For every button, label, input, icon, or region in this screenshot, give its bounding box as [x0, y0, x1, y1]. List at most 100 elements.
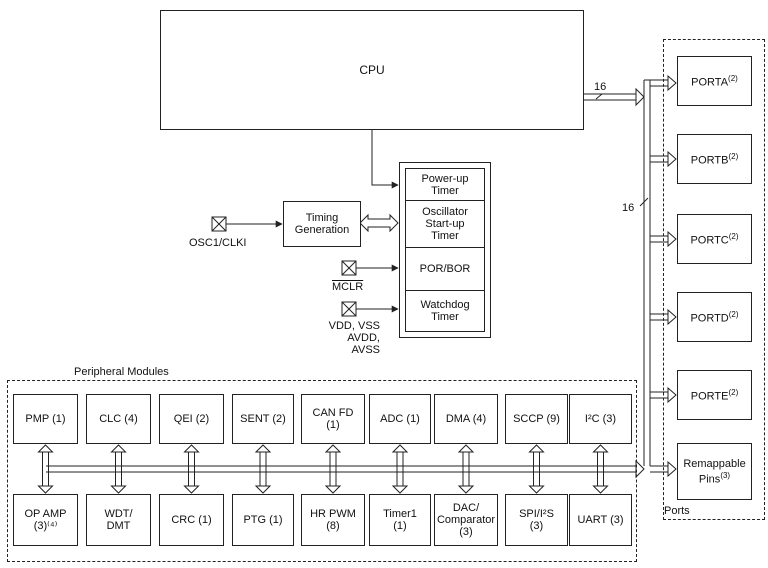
ports-title: Ports — [664, 505, 690, 517]
peripheral-top-8: I²C (3) — [569, 394, 632, 444]
port-label: PORTA(2) — [691, 73, 738, 89]
peripheral-bottom-0: OP AMP (3)⁽⁴⁾ — [13, 494, 78, 546]
peripheral-bus-arrow — [110, 444, 127, 494]
port-block-2: PORTC(2) — [677, 214, 752, 264]
port-branch-arrow — [650, 308, 677, 326]
peripheral-label: CAN FD (1) — [312, 407, 354, 431]
peripheral-label: DAC/ Comparator (3) — [436, 502, 496, 538]
peripheral-label: SPI/I²S (3) — [519, 508, 554, 532]
cpu-label: CPU — [359, 63, 385, 77]
peripheral-label: SCCP (9) — [513, 413, 560, 425]
port-branch-arrow — [650, 460, 677, 478]
peripheral-bottom-3: PTG (1) — [232, 494, 294, 546]
port-branches — [644, 74, 677, 478]
port-label: PORTB(2) — [691, 151, 738, 167]
port-block-4: PORTE(2) — [677, 370, 752, 420]
port-name: PORTE — [690, 390, 729, 403]
peripheral-bottom-4: HR PWM (8) — [301, 494, 365, 546]
peripheral-top-3: SENT (2) — [232, 394, 294, 444]
peripheral-label: UART (3) — [577, 514, 624, 526]
port-branch-arrow — [650, 386, 677, 404]
peripheral-top-5: ADC (1) — [369, 394, 431, 444]
timing-generation-block: Timing Generation — [283, 201, 361, 247]
peripheral-bus-arrow — [528, 444, 545, 494]
peripheral-bottom-6: DAC/ Comparator (3) — [434, 494, 498, 546]
port-footnote: (2) — [728, 388, 739, 398]
port-block-5: Remappable Pins(3) — [677, 443, 752, 500]
cpu-bus-width-label: 16 — [594, 81, 607, 93]
port-footnote: (2) — [728, 74, 738, 84]
peripheral-modules-region — [7, 380, 637, 562]
port-label: Remappable Pins(3) — [683, 458, 745, 486]
port-branch-arrow — [644, 74, 677, 92]
cpu-port-bus — [583, 87, 645, 107]
power-pin-icon — [341, 301, 357, 317]
cpu-block: CPU — [160, 10, 584, 130]
port-branch-arrow — [650, 230, 677, 248]
peripheral-bus-arrow — [457, 444, 475, 494]
peripheral-bus — [46, 459, 645, 479]
osc-pin-label: OSC1/CLKI — [189, 237, 247, 249]
timing-to-oscillator-bus — [359, 213, 399, 233]
peripheral-bus-arrow — [254, 444, 272, 494]
peripheral-bottom-2: CRC (1) — [159, 494, 224, 546]
port-name: PORTC — [690, 234, 729, 247]
peripheral-label: HR PWM (8) — [310, 508, 356, 532]
peripheral-label: ADC (1) — [380, 413, 420, 425]
port-footnote: (2) — [728, 152, 739, 162]
peripheral-label: OP AMP (3)⁽⁴⁾ — [24, 508, 67, 532]
peripheral-label: CRC (1) — [171, 514, 212, 526]
port-block-3: PORTD(2) — [677, 292, 752, 342]
peripheral-top-6: DMA (4) — [434, 394, 498, 444]
power-up-timer-label: Power-up Timer — [421, 172, 469, 197]
port-branch-arrow — [650, 150, 677, 168]
power-up-timer-block: Power-up Timer — [405, 168, 485, 201]
peripheral-bus-arrow — [391, 444, 409, 494]
peripheral-bottom-1: WDT/ DMT — [86, 494, 151, 546]
peripheral-bus-arrow — [324, 444, 342, 494]
peripheral-label: PTG (1) — [243, 514, 283, 526]
watchdog-timer-block: Watchdog Timer — [405, 290, 485, 332]
port-name: PORTA — [691, 76, 729, 89]
mclr-pin-label: MCLR — [332, 281, 364, 293]
peripheral-bus-arrow — [37, 444, 54, 494]
port-block-0: PORTA(2) — [677, 56, 752, 106]
peripheral-bus-arrow — [183, 444, 200, 494]
port-name: PORTB — [690, 154, 729, 167]
peripheral-label: I²C (3) — [584, 413, 617, 425]
power-pin-label: VDD, VSS AVDD, AVSS — [328, 320, 380, 356]
oscillator-startup-timer-label: Oscillator Start-up Timer — [422, 206, 468, 242]
peripheral-label: Timer1 (1) — [383, 508, 417, 532]
peripheral-modules-title: Peripheral Modules — [72, 366, 171, 378]
peripheral-bottom-5: Timer1 (1) — [369, 494, 431, 546]
peripheral-drops — [37, 444, 609, 494]
peripheral-top-2: QEI (2) — [159, 394, 224, 444]
peripheral-bottom-8: UART (3) — [569, 494, 632, 546]
port-name: Remappable Pins — [683, 457, 746, 486]
oscillator-startup-timer-block: Oscillator Start-up Timer — [405, 200, 485, 248]
peripheral-label: WDT/ DMT — [104, 508, 133, 532]
mclr-pin-icon — [341, 260, 357, 276]
peripheral-top-7: SCCP (9) — [505, 394, 568, 444]
peripheral-top-4: CAN FD (1) — [301, 394, 365, 444]
peripheral-bottom-7: SPI/I²S (3) — [505, 494, 568, 546]
peripheral-label: DMA (4) — [445, 413, 487, 425]
peripheral-label: CLC (4) — [99, 413, 138, 425]
port-vertical-bus — [639, 80, 651, 466]
port-footnote: (2) — [728, 310, 739, 320]
peripheral-label: PMP (1) — [25, 413, 66, 425]
peripheral-bus-arrow — [592, 444, 609, 494]
port-footnote: (2) — [728, 232, 739, 242]
port-label: PORTE(2) — [691, 387, 738, 403]
port-label: PORTC(2) — [690, 231, 738, 247]
port-name: PORTD — [690, 312, 729, 325]
timing-generation-label: Timing Generation — [294, 212, 350, 236]
cpu-to-reset-line — [371, 130, 399, 189]
watchdog-timer-label: Watchdog Timer — [420, 299, 470, 323]
port-bus-width-label: 16 — [622, 202, 635, 214]
ports-region — [663, 39, 765, 520]
peripheral-top-0: PMP (1) — [13, 394, 78, 444]
port-label: PORTD(2) — [690, 309, 738, 325]
peripheral-label: QEI (2) — [173, 413, 210, 425]
